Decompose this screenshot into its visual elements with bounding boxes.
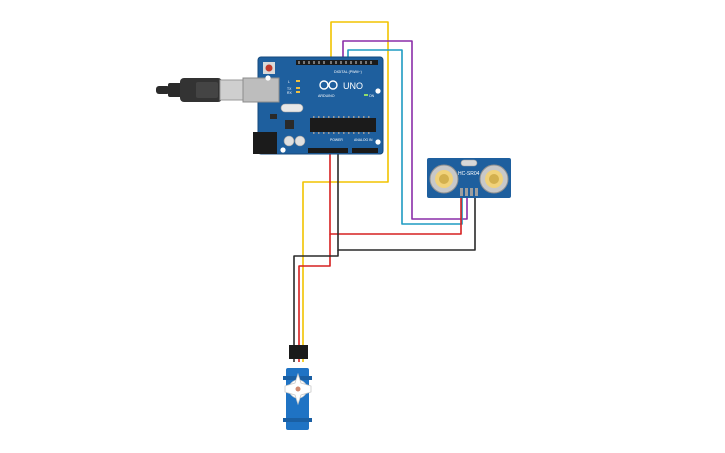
power-label: POWER: [330, 138, 343, 142]
led-rx-label: RX: [287, 91, 292, 95]
ultrasonic-transducer-left: [429, 164, 459, 194]
analog-header: [352, 148, 378, 153]
servo-motor[interactable]: [283, 345, 312, 430]
digital-label: DIGITAL (PWM~): [334, 70, 362, 74]
led-on: [364, 94, 368, 96]
wires: [293, 21, 476, 345]
led-tx-label: TX: [287, 87, 292, 91]
mounting-hole: [375, 88, 381, 94]
reset-button-cap[interactable]: [265, 64, 273, 72]
ultrasonic-sensor[interactable]: HC-SR04: [427, 158, 511, 198]
wire-red-5v-sensor[interactable]: [329, 152, 462, 235]
arduino-model-label: UNO: [343, 81, 363, 91]
small-chip: [285, 120, 294, 129]
small-regulator: [270, 114, 277, 119]
ultrasonic-crystal: [460, 159, 478, 167]
servo-mount-tab-bottom: [283, 418, 312, 422]
atmega-chip-pins: [313, 116, 370, 134]
ultrasonic-label: HC-SR04: [458, 171, 480, 177]
usb-connector-plug: [219, 79, 245, 101]
analog-label: ANALOG IN: [354, 138, 373, 142]
usb-cable[interactable]: [156, 78, 245, 102]
led-l: [296, 80, 300, 82]
wire-purple-trig[interactable]: [342, 40, 468, 220]
led-rx: [296, 91, 300, 93]
led-on-label: ON: [369, 94, 375, 98]
mounting-hole: [265, 75, 271, 81]
servo-connector: [289, 345, 308, 359]
arduino-uno-board[interactable]: DIGITAL (PWM~) UNO ARDUINO L TX RX ON: [242, 56, 384, 155]
arduino-logo: [319, 80, 338, 90]
wire-red-5v-servo[interactable]: [298, 234, 331, 345]
power-header: [308, 148, 348, 153]
wire-black-gnd-sensor[interactable]: [337, 152, 476, 251]
led-tx: [296, 87, 300, 89]
crystal-oscillator: [280, 103, 304, 113]
arduino-pcb-edge: [257, 56, 384, 155]
wire-cyan-echo[interactable]: [347, 49, 463, 225]
power-jack: [253, 132, 277, 154]
usb-cable-tip: [156, 86, 170, 94]
atmega-chip: [310, 118, 376, 132]
servo-horn-hub: [295, 386, 301, 392]
usb-jack: [242, 77, 280, 103]
digital-header-pins: [298, 61, 372, 64]
capacitor-right: [294, 135, 306, 147]
wire-black-gnd-servo[interactable]: [293, 250, 339, 345]
usb-cable-strain-relief: [168, 83, 182, 97]
led-l-label: L: [288, 80, 290, 84]
ultrasonic-transducer-right: [479, 164, 509, 194]
usb-connector-grip: [196, 82, 218, 98]
ultrasonic-pins: [460, 188, 478, 196]
arduino-brand-label: ARDUINO: [318, 94, 335, 98]
capacitor-left: [283, 135, 295, 147]
mounting-hole: [280, 147, 286, 153]
mounting-hole: [375, 139, 381, 145]
wire-yellow-digital-loop[interactable]: [302, 21, 389, 345]
